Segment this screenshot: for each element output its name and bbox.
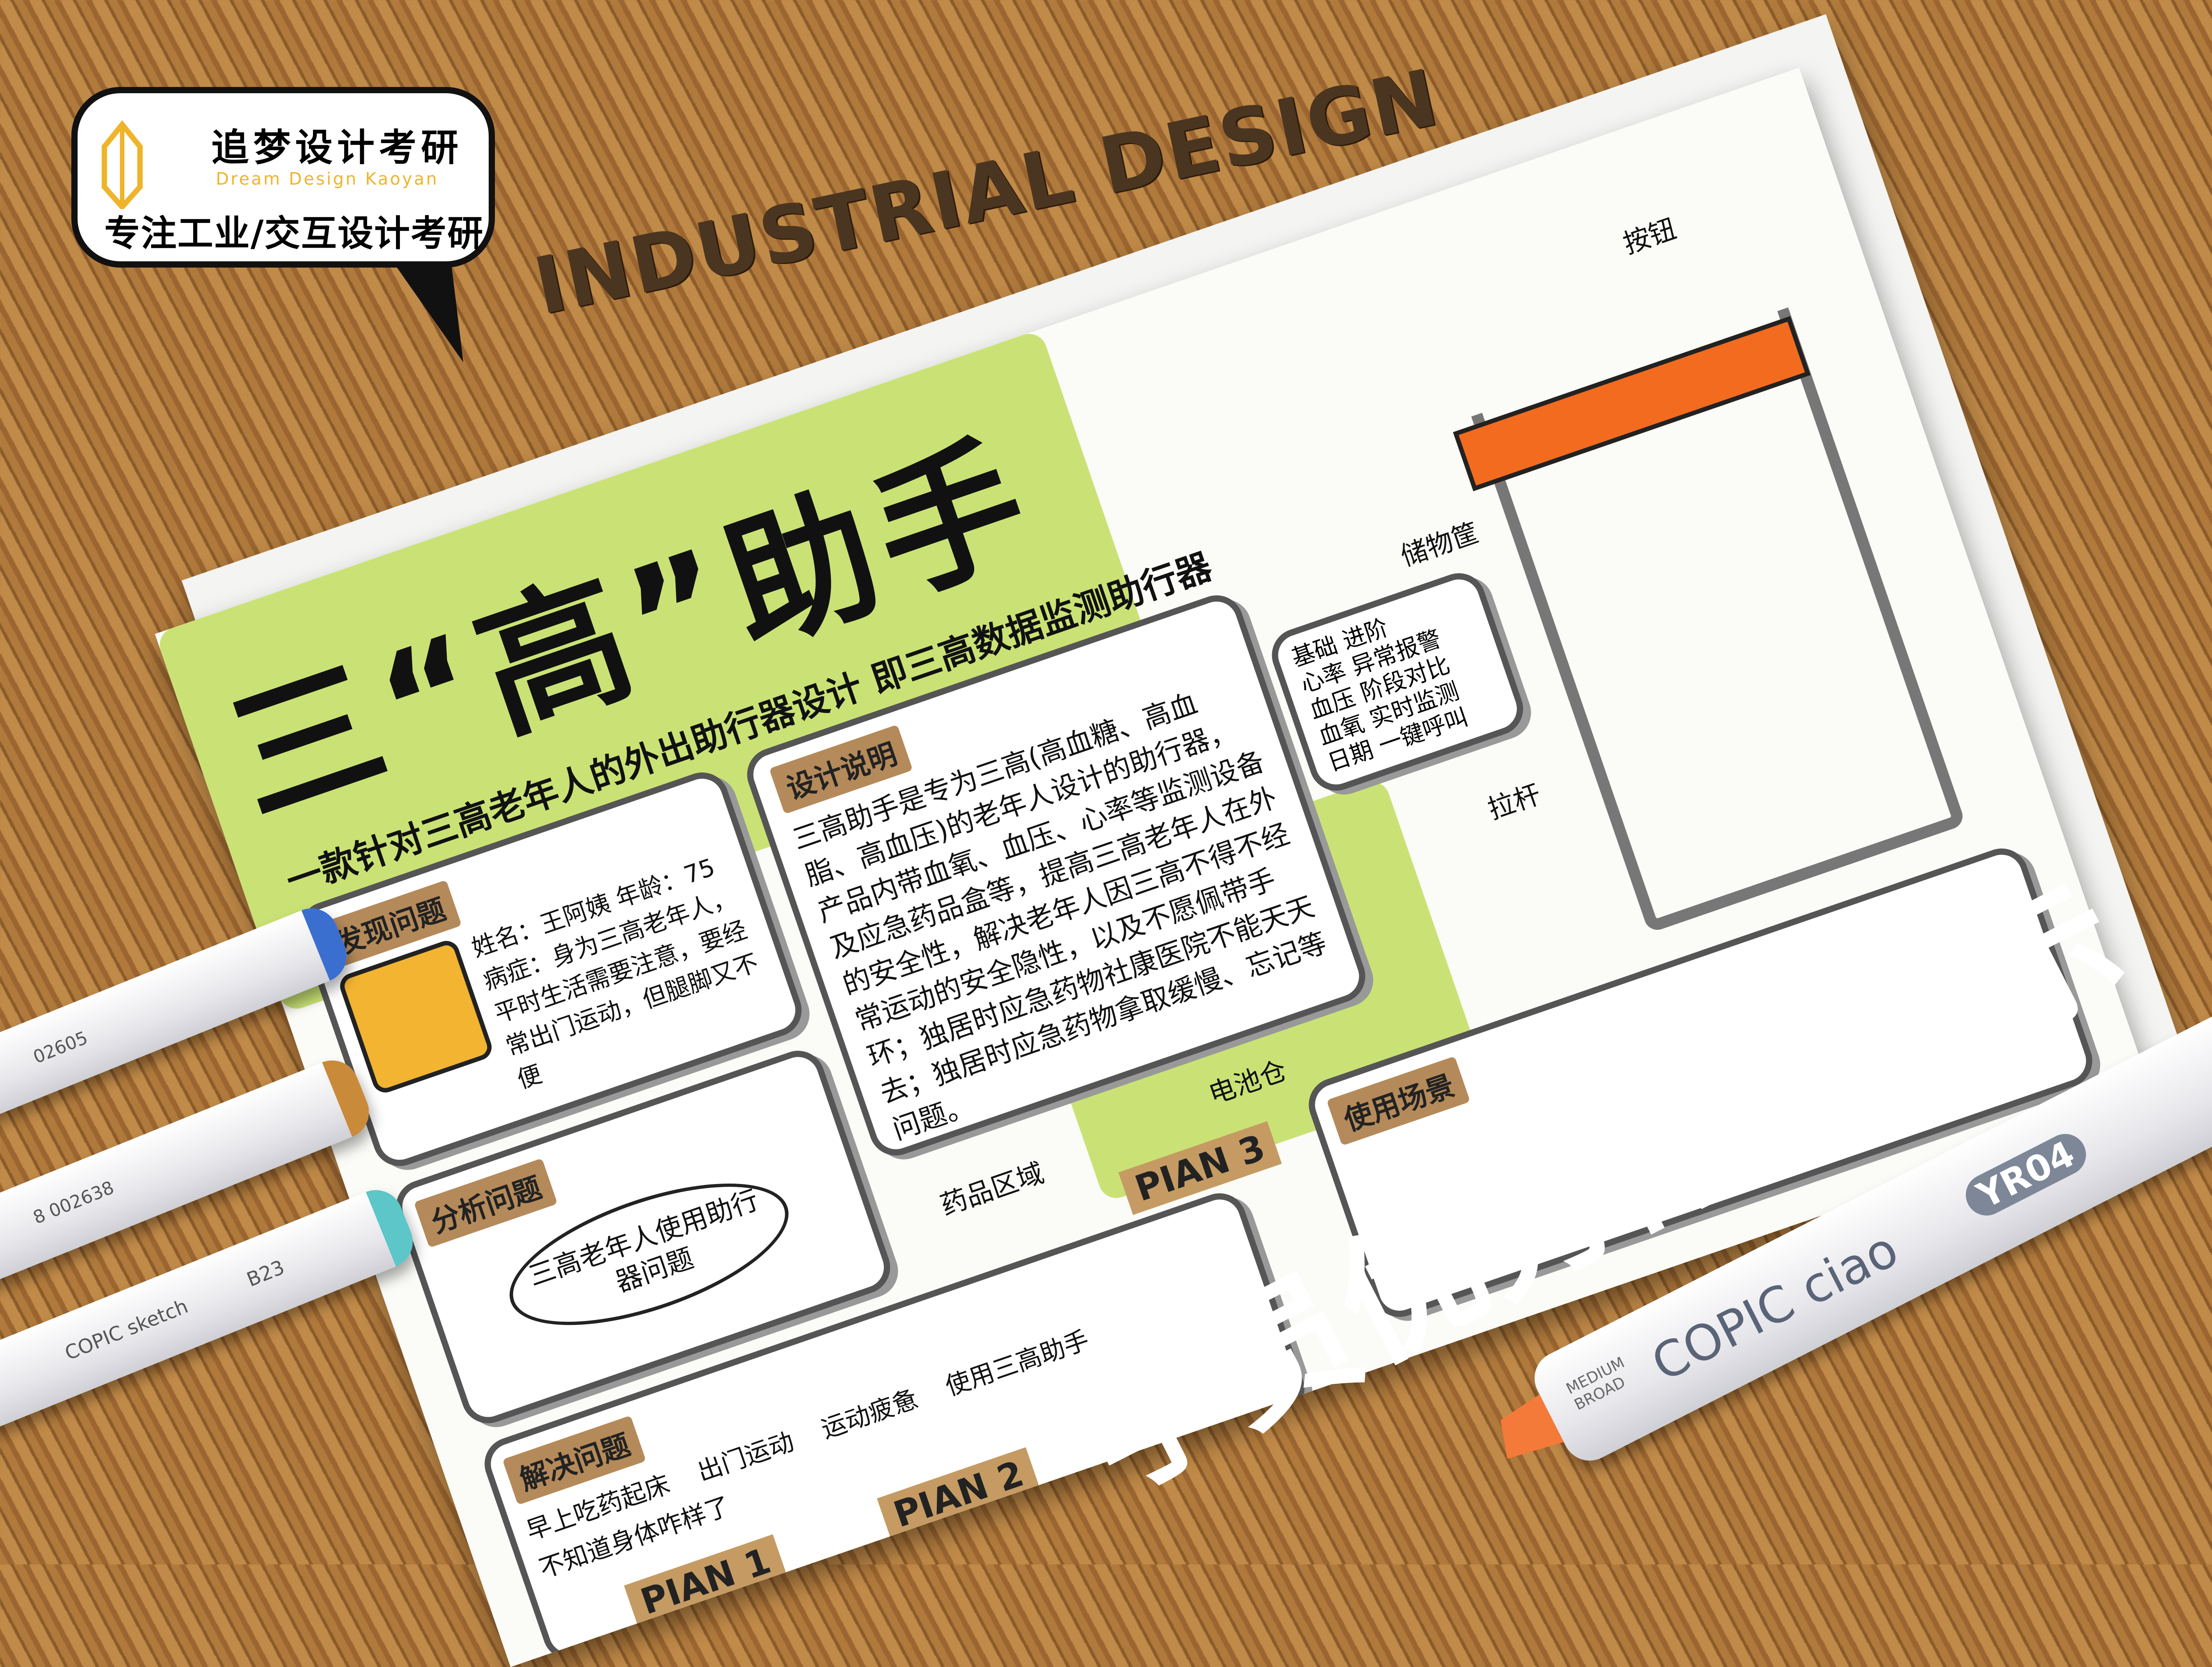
analyze-problem-label: 分析问题 [413,1158,558,1248]
callout-button: 按钮 [1619,213,1681,260]
pen-barcode: 02605 [30,1027,91,1068]
pen-tip-label: MEDIUM BROAD [1563,1353,1628,1414]
journey-step: 出门运动 [694,1427,798,1487]
dream-design-logo-icon [102,120,143,209]
screen-callout: 基础 进阶 心率 异常报警 血压 阶段对比 血氧 实时监测 日期 一键呼叫 [1265,566,1531,798]
pen-barcode: 8 002638 [30,1177,117,1229]
journey-step: 运动疲惫 [817,1384,922,1444]
logo-speech-bubble: 追梦设计考研 Dream Design Kaoyan 专注工业/交互设计考研 [71,87,495,268]
callout-medicine: 药品区域 [936,1157,1048,1222]
pen-color-code: YR04 [1958,1126,2093,1223]
logo-tagline: 专注工业/交互设计考研 [104,213,484,254]
persona-text: 姓名：王阿姨 年龄：75 病症：身为三高老年人，平时生活需要注意，要经常出门运动… [468,853,762,1094]
callout-rod: 拉杆 [1484,778,1545,826]
marker-tip-orange [1488,1395,1564,1469]
persona-portrait [336,937,495,1096]
pen-code: B23 [243,1256,288,1292]
pen-brand: COPIC sketch [62,1295,192,1365]
callout-storage: 储物筐 [1396,517,1483,573]
logo-name-en: Dream Design Kaoyan [216,169,439,189]
logo-name-cn: 追梦设计考研 [211,126,463,169]
